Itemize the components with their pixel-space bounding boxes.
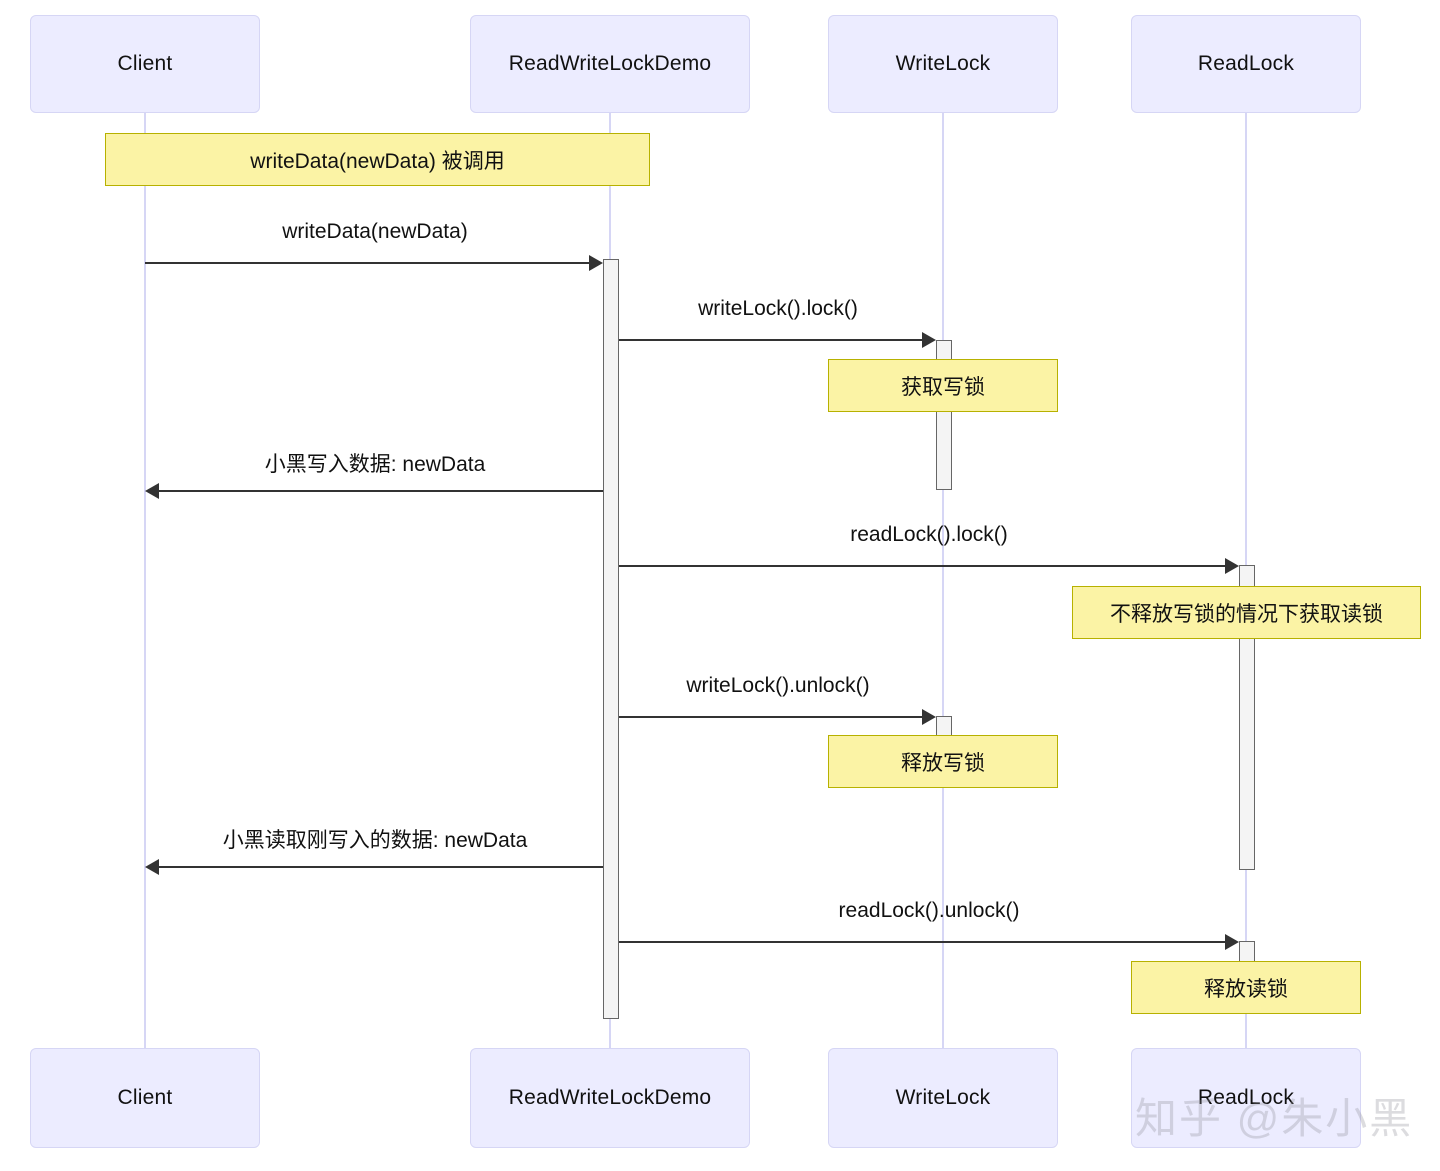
participant-readlock-top[interactable]: ReadLock [1131, 15, 1361, 113]
note-acquire-write: 获取写锁 [828, 359, 1058, 412]
note-read-no-release: 不释放写锁的情况下获取读锁 [1072, 586, 1421, 639]
activation-bar-readlock [1239, 565, 1255, 870]
participant-label: WriteLock [895, 1086, 991, 1109]
note-release-write: 释放写锁 [828, 735, 1058, 788]
note-release-read: 释放读锁 [1131, 961, 1361, 1014]
note-write-called: writeData(newData) 被调用 [105, 133, 650, 186]
participant-label: Client [117, 52, 173, 75]
participant-label: ReadLock [1197, 1086, 1295, 1109]
message-line-msg-5 [619, 716, 922, 718]
message-arrowhead-msg-3 [145, 483, 159, 499]
message-arrowhead-msg-7 [1225, 934, 1239, 950]
participant-label: WriteLock [895, 52, 991, 75]
message-arrowhead-msg-4 [1225, 558, 1239, 574]
lifeline-client [144, 113, 146, 1048]
message-label-msg-7: readLock().unlock() [838, 899, 1020, 922]
message-arrowhead-msg-2 [922, 332, 936, 348]
lifeline-writelock [942, 113, 944, 1048]
note-text: 不释放写锁的情况下获取读锁 [1110, 602, 1383, 626]
participant-readlock-bottom[interactable]: ReadLock [1131, 1048, 1361, 1148]
participant-label: ReadLock [1197, 52, 1295, 75]
message-line-msg-2 [619, 339, 922, 341]
activation-bar-demo [603, 259, 619, 1019]
participant-demo-bottom[interactable]: ReadWriteLockDemo [470, 1048, 750, 1148]
message-line-msg-1 [145, 262, 589, 264]
message-arrowhead-msg-6 [145, 859, 159, 875]
message-arrowhead-msg-5 [922, 709, 936, 725]
message-line-msg-3 [159, 490, 603, 492]
message-label-msg-3: 小黑写入数据: newData [264, 453, 486, 476]
participant-demo-top[interactable]: ReadWriteLockDemo [470, 15, 750, 113]
message-label-msg-6: 小黑读取刚写入的数据: newData [222, 829, 528, 852]
participant-label: Client [117, 1086, 173, 1109]
message-label-msg-5: writeLock().unlock() [686, 674, 870, 697]
message-line-msg-4 [619, 565, 1225, 567]
message-label-msg-2: writeLock().lock() [698, 297, 858, 320]
participant-label: ReadWriteLockDemo [508, 52, 712, 75]
message-label-msg-4: readLock().lock() [850, 523, 1008, 546]
participant-client-top[interactable]: Client [30, 15, 260, 113]
participant-writelock-top[interactable]: WriteLock [828, 15, 1058, 113]
message-arrowhead-msg-1 [589, 255, 603, 271]
activation-bar-readlock [1239, 941, 1255, 963]
participant-client-bottom[interactable]: Client [30, 1048, 260, 1148]
message-label-msg-1: writeData(newData) [282, 220, 468, 243]
participant-label: ReadWriteLockDemo [508, 1086, 712, 1109]
message-line-msg-7 [619, 941, 1225, 943]
message-line-msg-6 [159, 866, 603, 868]
note-text: writeData(newData) 被调用 [250, 149, 505, 173]
note-text: 释放写锁 [901, 751, 985, 775]
participant-writelock-bottom[interactable]: WriteLock [828, 1048, 1058, 1148]
note-text: 释放读锁 [1204, 977, 1288, 1001]
note-text: 获取写锁 [901, 375, 985, 399]
